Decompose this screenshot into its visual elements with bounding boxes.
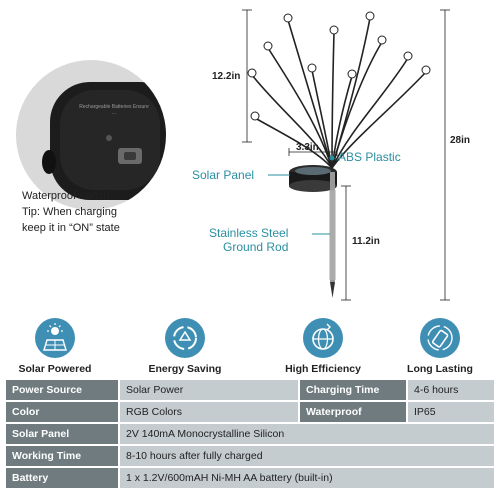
- spec-key: Waterproof: [300, 402, 406, 422]
- spec-key: Power Source: [6, 380, 118, 400]
- panel-inner: Rechargeable Batteries Ensure ...: [60, 90, 160, 190]
- spec-table: Power Source Solar Power Charging Time 4…: [0, 380, 500, 490]
- callout-leaders: [268, 174, 330, 235]
- indicator-dot: [106, 135, 112, 141]
- table-row: Solar Panel 2V 140mA Monocrystalline Sil…: [0, 424, 500, 444]
- feature-energy-saving: Energy Saving: [130, 318, 240, 375]
- spec-key: Solar Panel: [6, 424, 118, 444]
- bulbs: [247, 11, 431, 121]
- feature-label: Energy Saving: [148, 363, 222, 375]
- spec-key: Charging Time: [300, 380, 406, 400]
- dim-rod-length: 11.2in: [352, 236, 380, 247]
- dim-total-height: 28in: [450, 135, 471, 146]
- recycle-icon: [165, 318, 205, 358]
- spec-value: 8-10 hours after fully charged: [120, 446, 494, 466]
- caption-line-1: Waterproof switch: [22, 190, 110, 202]
- dim-panel-width: 3.3in: [296, 142, 319, 153]
- callout-solar-panel: Solar Panel: [192, 168, 255, 182]
- caption-line-3: keep it in “ON” state: [22, 222, 120, 234]
- callout-abs-plastic: ABS Plastic: [338, 150, 401, 164]
- table-row: Working Time 8-10 hours after fully char…: [0, 446, 500, 466]
- spec-value: 4-6 hours: [408, 380, 494, 400]
- spec-value: 1 x 1.2V/600mAH Ni-MH AA battery (built-…: [120, 468, 494, 488]
- feature-high-efficiency: High Efficiency: [268, 318, 378, 375]
- solar-panel-icon: [35, 318, 75, 358]
- feature-label: Solar Powered: [18, 363, 92, 375]
- spec-value: IP65: [408, 402, 494, 422]
- power-switch: [118, 148, 142, 164]
- callout-rod-line-2: Ground Rod: [223, 240, 289, 254]
- wire-branches: [251, 17, 427, 169]
- callout-rod-line-1: Stainless Steel: [209, 226, 289, 240]
- spec-key: Color: [6, 402, 118, 422]
- caption-line-2: Tip: When charging: [22, 206, 117, 218]
- spec-value: 2V 140mA Monocrystalline Silicon: [120, 424, 494, 444]
- callout-ground-rod: Stainless Steel Ground Rod: [209, 226, 288, 254]
- feature-label: High Efficiency: [285, 363, 361, 375]
- panel-printed-text: Rechargeable Batteries Ensure ...: [79, 104, 149, 116]
- battery-icon: [420, 318, 460, 358]
- spec-key: Working Time: [6, 446, 118, 466]
- dimension-lines: [242, 9, 450, 301]
- panel-edge: [42, 150, 56, 174]
- spec-key: Battery: [6, 468, 118, 488]
- table-row: Color RGB Colors Waterproof IP65: [0, 402, 500, 422]
- table-row: Power Source Solar Power Charging Time 4…: [0, 380, 500, 400]
- feature-long-lasting: Long Lasting: [385, 318, 495, 375]
- switch-detail-closeup: Rechargeable Batteries Ensure ...: [16, 60, 166, 210]
- feature-solar-powered: Solar Powered: [0, 318, 110, 375]
- globe-icon: [303, 318, 343, 358]
- firefly-light-diagram: [242, 9, 450, 301]
- spec-value: RGB Colors: [120, 402, 298, 422]
- solar-panel-underside: Rechargeable Batteries Ensure ...: [50, 82, 166, 200]
- dim-head-height: 12.2in: [212, 71, 241, 82]
- switch-caption: Waterproof switch Tip: When charging kee…: [22, 188, 120, 236]
- feature-label: Long Lasting: [407, 363, 473, 375]
- table-row: Battery 1 x 1.2V/600mAH Ni-MH AA battery…: [0, 468, 500, 488]
- spec-value: Solar Power: [120, 380, 298, 400]
